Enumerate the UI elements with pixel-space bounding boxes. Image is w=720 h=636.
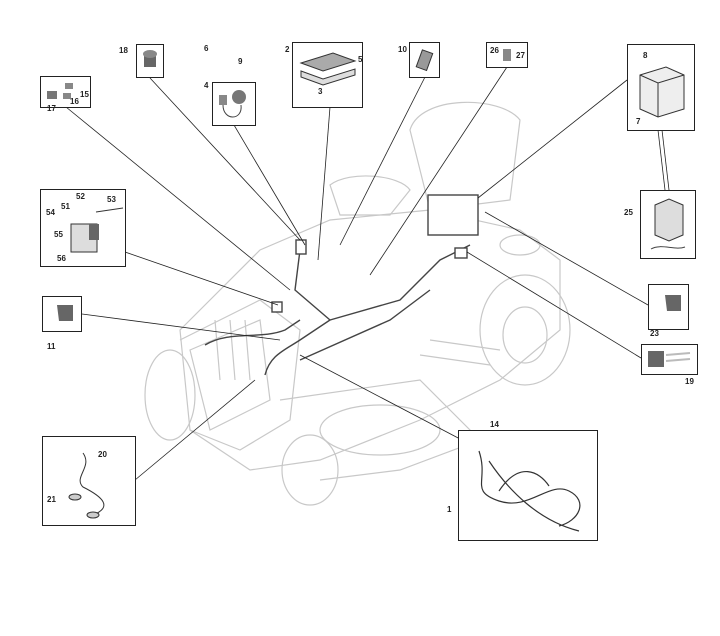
callout-7: 7 [636,117,641,126]
part-box-26-27[interactable] [486,42,528,68]
callout-16: 16 [70,97,79,106]
callout-18: 18 [119,46,128,55]
part-box-25[interactable] [640,190,696,259]
callout-5: 5 [358,55,363,64]
callout-20: 20 [98,450,107,459]
part-box-23[interactable] [648,284,689,330]
part-box-4[interactable] [212,82,256,126]
callout-11: 11 [47,342,56,351]
callout-10: 10 [398,45,407,54]
callout-51: 51 [61,202,70,211]
part-box-10[interactable] [409,42,440,78]
wiring-harness [204,194,479,376]
leader-lines [65,66,670,481]
callout-15: 15 [80,90,89,99]
part-box-15-16-17[interactable] [40,76,91,108]
callout-8: 8 [643,51,648,60]
part-box-2[interactable] [292,42,363,108]
callout-2: 2 [285,45,290,54]
callout-54: 54 [46,208,55,217]
callout-56: 56 [57,254,66,263]
callout-19: 19 [685,377,694,386]
callout-26: 26 [490,46,499,55]
callout-53: 53 [107,195,116,204]
part-box-11[interactable] [42,296,82,332]
callout-1: 1 [447,505,452,514]
callout-25-battery-charger: 25 [624,208,633,217]
callout-21: 21 [47,495,56,504]
part-box-20-21[interactable] [42,436,136,526]
callout-23: 23 [650,329,659,338]
callout-6: 6 [204,44,209,53]
callout-17: 17 [47,104,56,113]
tractor-outline [144,101,571,506]
callout-3: 3 [318,87,323,96]
callout-52: 52 [76,192,85,201]
callout-9: 9 [238,57,243,66]
part-box-51-56[interactable] [40,189,126,267]
callout-14: 14 [490,420,499,429]
part-box-18[interactable] [136,44,164,78]
callout-4: 4 [204,81,209,90]
part-box-1-14[interactable] [458,430,598,541]
callout-27: 27 [516,51,525,60]
part-box-19[interactable] [641,344,698,375]
part-box-7[interactable] [627,44,695,131]
callout-55: 55 [54,230,63,239]
